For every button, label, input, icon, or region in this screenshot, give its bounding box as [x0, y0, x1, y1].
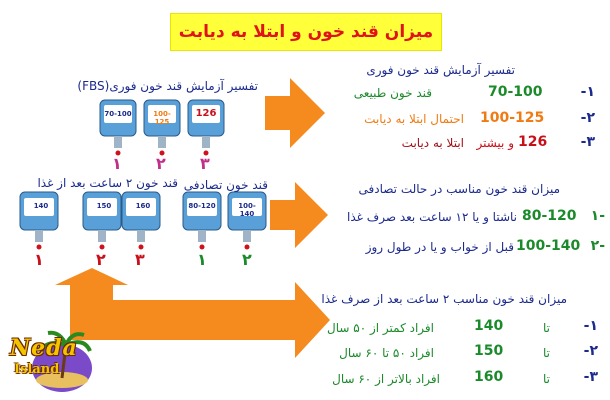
- fbs-number-2: ۲: [156, 154, 166, 173]
- random-device-1: [182, 191, 222, 242]
- panel1-row2-index: ۲-: [580, 110, 595, 126]
- post-device-3: [121, 191, 161, 242]
- post-number-3: ۳: [135, 250, 145, 269]
- post-section-label: قند خون ۲ ساعت بعد از غذا: [37, 176, 178, 190]
- panel2-row2-desc: قبل از خواب و یا در طول روز: [365, 240, 514, 254]
- fbs-device-3-reading: 126: [195, 108, 217, 119]
- post-device-1-reading: 140: [33, 202, 49, 210]
- post-device-3-reading: 160: [135, 202, 151, 210]
- panel2-row1-index: -۱: [590, 208, 605, 224]
- fbs-device-1: [99, 99, 137, 148]
- page-title: میزان قند خون و ابتلا به دیابت: [170, 13, 442, 51]
- random-section-label: قند خون تصادفی: [183, 178, 268, 192]
- random-number-2: ۲: [242, 250, 252, 269]
- blood-drops: [36, 150, 250, 250]
- post-device-1: [19, 191, 59, 242]
- panel1-heading: تفسیر آزمایش قند خون فوری: [366, 63, 515, 77]
- panel2-row1-desc: ناشتا و یا ۱۲ ساعت بعد صرف غذا: [347, 210, 517, 224]
- panel1-row3-desc: ابتلا به دیابت: [401, 136, 464, 150]
- panel3-row1-ta: تا: [543, 321, 550, 335]
- fbs-number-3: ۳: [200, 154, 210, 173]
- panel3-row1-index: ۱-: [583, 318, 598, 334]
- panel3-row3-ta: تا: [543, 372, 550, 386]
- logo-text-neda: Neda: [10, 335, 78, 361]
- panel3-row3-desc: افراد بالاتر از ۶۰ سال: [332, 372, 440, 386]
- panel3-row3-index: ۳-: [583, 369, 598, 385]
- panel2-heading: میزان قند خون مناسب در حالت تصادفی: [358, 182, 560, 196]
- random-device-2-reading: 100-140: [238, 202, 256, 218]
- random-device-1-reading: 80-120: [188, 202, 216, 210]
- panel2-row2-index: -۲: [590, 238, 605, 254]
- panel3-heading: میزان قند خون مناسب ۲ ساعت بعد از صرف غذ…: [321, 292, 567, 306]
- fbs-device-3: [187, 99, 225, 148]
- fbs-section-label: تفسیر آزمایش قند خون فوری(FBS): [77, 79, 258, 93]
- island-logo: [32, 330, 92, 392]
- panel3-row2-ta: تا: [543, 346, 550, 360]
- post-number-2: ۲: [96, 250, 106, 269]
- panel1-row2-value: 100-125: [480, 110, 545, 126]
- panel3-row1-desc: افراد کمتر از ۵۰ سال: [327, 321, 434, 335]
- panel3-row2-index: ۲-: [583, 343, 598, 359]
- post-number-1: ۱: [34, 250, 44, 269]
- panel1-row2-desc: احتمال ابتلا به دیابت: [364, 112, 464, 126]
- arrow-fbs: [265, 78, 325, 148]
- panel3-row3-value: 160: [474, 369, 504, 385]
- post-device-2: [82, 191, 122, 242]
- panel1-row3-value: 126: [518, 134, 548, 150]
- panel3-row2-value: 150: [474, 343, 504, 359]
- random-device-2: [227, 191, 267, 242]
- fbs-number-1: ۱: [112, 154, 122, 173]
- fbs-device-2: [143, 99, 181, 148]
- fbs-device-2-reading: 100-125: [153, 110, 171, 126]
- fbs-device-1-reading: 70-100: [104, 110, 132, 118]
- panel1-row1-value: 70-100: [488, 84, 543, 100]
- panel1-row1-desc: قند خون طبیعی: [353, 86, 432, 100]
- random-number-1: ۱: [197, 250, 207, 269]
- panel1-row1-index: ۱-: [580, 84, 595, 100]
- panel1-row3-unit: و بیشتر: [476, 136, 514, 150]
- panel3-row2-desc: افراد ۵۰ تا ۶۰ سال: [339, 346, 434, 360]
- arrow-post: [55, 268, 330, 358]
- panel3-row1-value: 140: [474, 318, 504, 334]
- panel2-row1-value: 80-120: [522, 208, 577, 224]
- panel1-row3-index: ۳-: [580, 134, 595, 150]
- arrow-random: [270, 182, 328, 248]
- logo-text-island: Island: [14, 362, 60, 377]
- post-device-2-reading: 150: [96, 202, 112, 210]
- panel2-row2-value: 100-140: [516, 238, 581, 254]
